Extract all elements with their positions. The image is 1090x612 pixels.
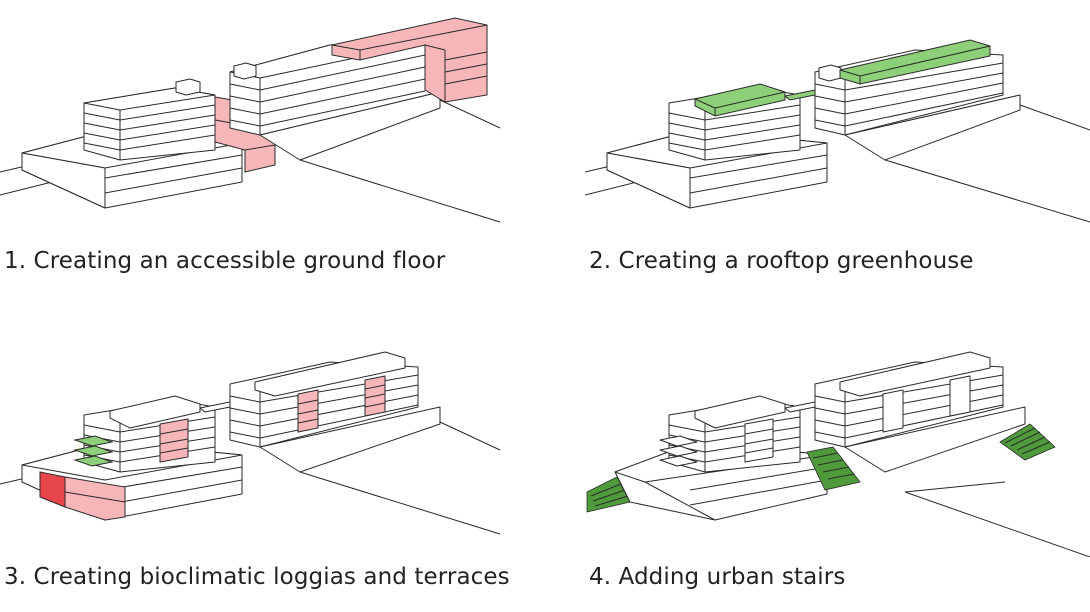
step-2-axonometric bbox=[585, 0, 1090, 245]
step-2-panel: 2. Creating a rooftop greenhouse bbox=[585, 0, 1090, 300]
step-1-caption: 1. Creating an accessible ground floor bbox=[4, 248, 445, 274]
step-1-panel: 1. Creating an accessible ground floor bbox=[0, 0, 545, 300]
step-4-caption: 4. Adding urban stairs bbox=[589, 564, 845, 590]
step-4-panel: 4. Adding urban stairs bbox=[585, 312, 1090, 612]
step-1-axonometric bbox=[0, 0, 545, 245]
step-3-caption: 3. Creating bioclimatic loggias and terr… bbox=[4, 564, 510, 590]
step-3-axonometric bbox=[0, 312, 545, 557]
step-3-panel: 3. Creating bioclimatic loggias and terr… bbox=[0, 312, 545, 612]
step-2-caption: 2. Creating a rooftop greenhouse bbox=[589, 248, 974, 274]
step-4-axonometric bbox=[585, 312, 1090, 557]
